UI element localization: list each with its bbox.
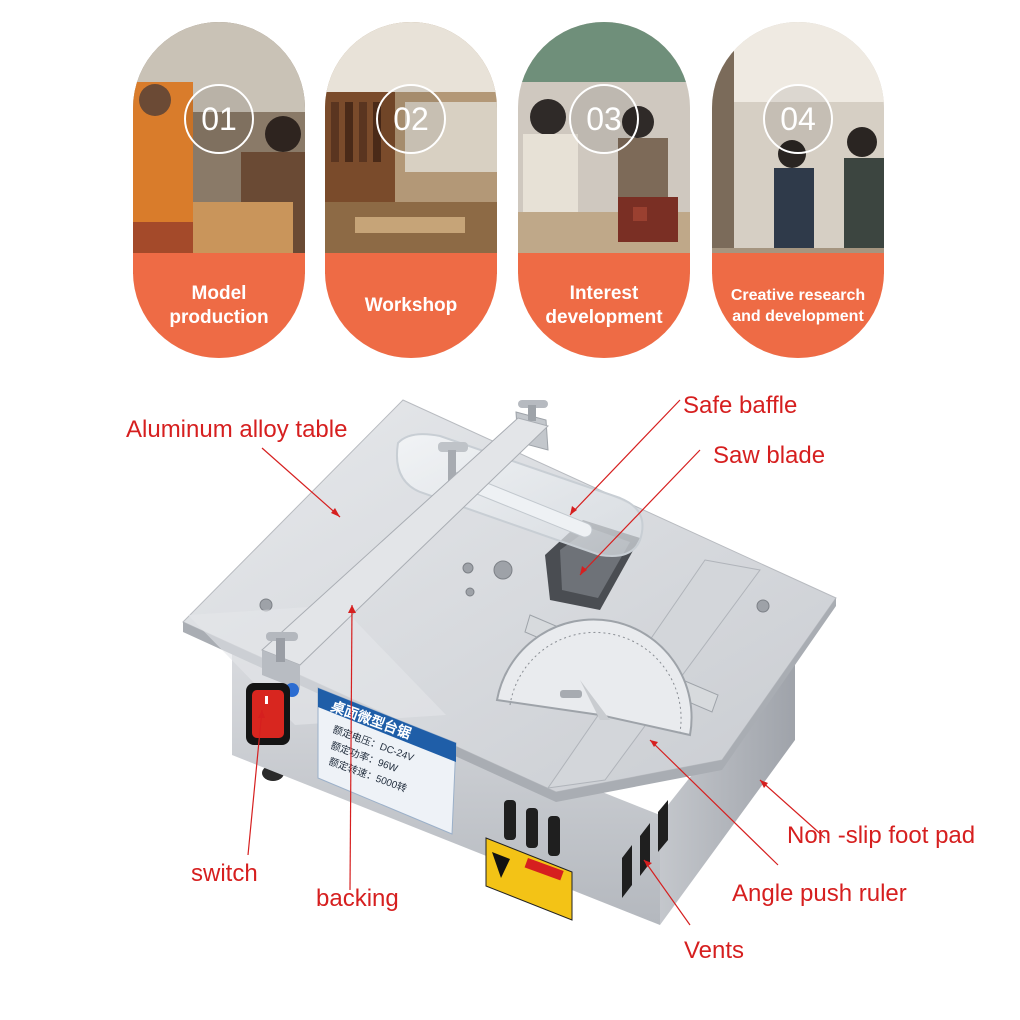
callout-angle-push-ruler: Angle push ruler [732,880,907,907]
warning-sticker [485,837,573,921]
callout-aluminum-table: Aluminum alloy table [126,416,348,443]
card-number: 04 [763,84,833,154]
body-right-side [660,645,795,925]
backing-fence-side [262,650,300,690]
top-wing-nut-icon [518,400,548,421]
callout-arrowheads [258,506,768,867]
card-workshop: 02 Workshop [325,22,497,358]
card-model-production: 01 Model production [133,22,305,358]
angle-push-ruler [495,614,719,737]
card-label: Creative research and development [712,253,884,358]
card-number: 03 [569,84,639,154]
table-saw-illustration: 桌面微型台锯 额定电压：DC-24V 额定功率：96W 额定转速：5000转 [182,399,837,926]
callout-saw-blade: Saw blade [713,442,826,469]
baffle-wing-nut-icon [438,442,468,490]
card-number: 01 [184,84,254,154]
table-screws [259,560,770,613]
callout-vents: Vents [684,937,745,964]
callout-backing: backing [316,885,399,912]
card-number: 02 [376,84,446,154]
card-label: Model production [133,253,305,358]
card-interest-development: 03 Interest development [518,22,690,358]
callout-switch: switch [191,860,258,887]
backing-fence [261,417,549,666]
power-switch [246,683,290,745]
callout-safe-baffle: Safe baffle [683,392,798,419]
table-ruler-scale [188,605,446,725]
card-label: Interest development [518,253,690,358]
photo-model-production [133,22,305,274]
callout-leader-lines [247,399,826,926]
card-label: Workshop [325,253,497,358]
card-creative-research: 04 Creative research and development [712,22,884,358]
callout-non-slip-foot-pad: Non -slip foot pad [787,822,976,849]
